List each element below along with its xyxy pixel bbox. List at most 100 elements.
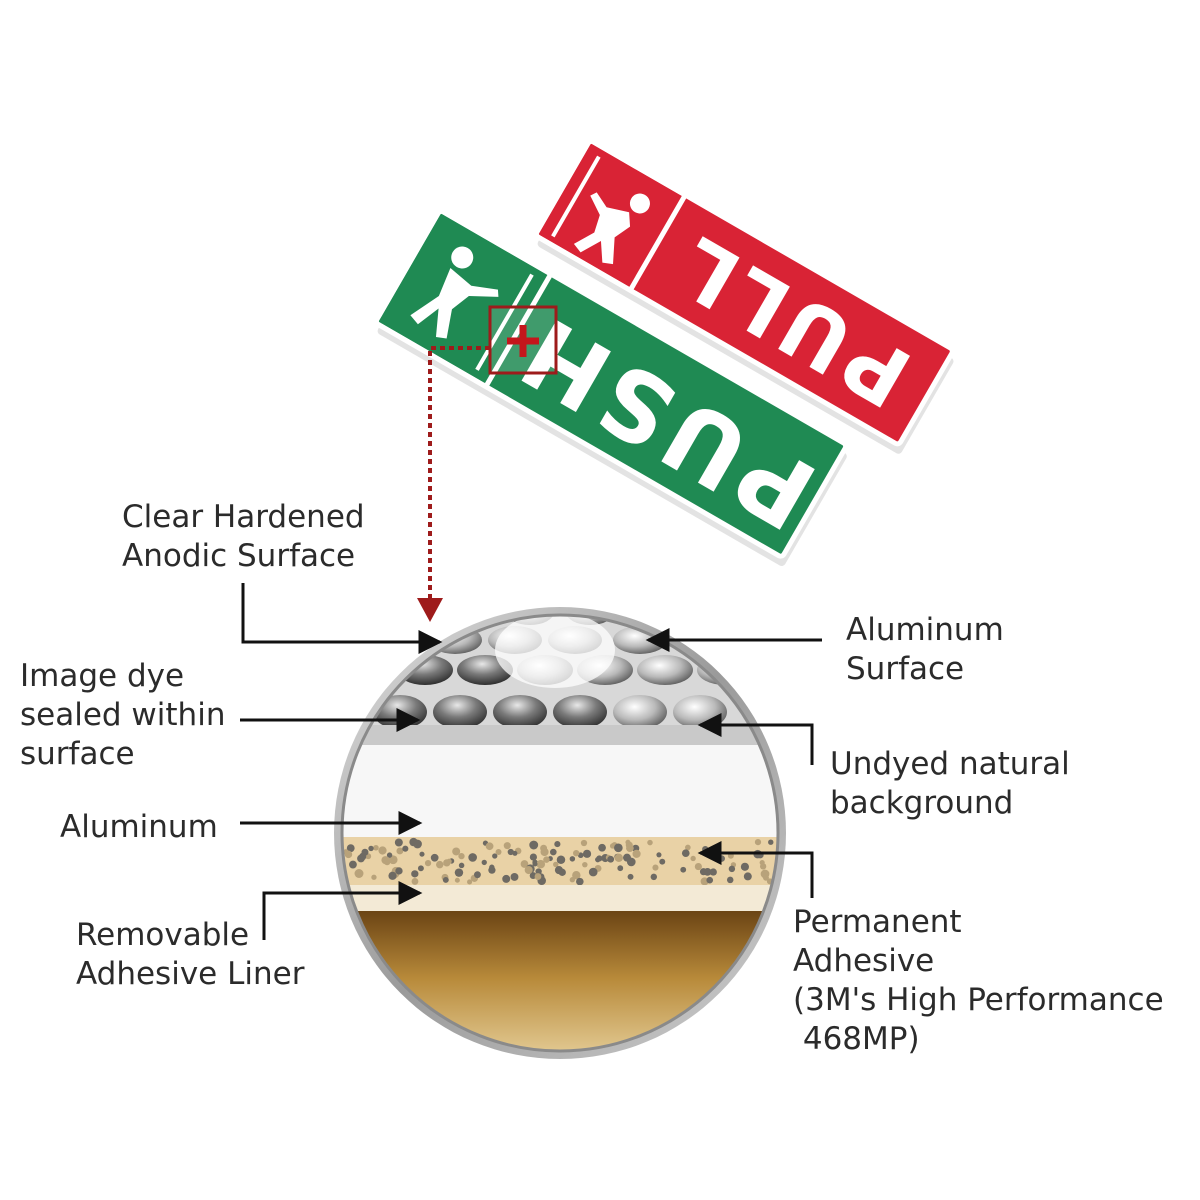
label-aluminum-surface: Aluminum Surface (846, 612, 1004, 687)
adhesive-particle (532, 861, 538, 867)
adhesive-particle (625, 839, 631, 845)
adhesive-particle (743, 872, 752, 881)
adhesive-particle (534, 873, 542, 880)
adhesive-particle (454, 868, 464, 877)
adhesive-particle (436, 860, 444, 869)
adhesive-particle (454, 877, 460, 883)
adhesive-particle (474, 871, 481, 879)
adhesive-particle (430, 853, 439, 862)
adhesive-particle (540, 847, 549, 857)
surface-pore (686, 615, 734, 625)
adhesive-particle (582, 849, 592, 858)
adhesive-particle (632, 849, 641, 858)
adhesive-particle (680, 866, 687, 873)
adhesive-particle (381, 856, 390, 865)
adhesive-particle (685, 844, 691, 851)
adhesive-particle (595, 856, 601, 863)
leader-clear-hardened (241, 583, 443, 654)
adhesive-particle (442, 876, 449, 883)
adhesive-particle (614, 843, 623, 853)
adhesive-particle (659, 858, 666, 865)
adhesive-particle (617, 865, 624, 872)
adhesive-particle (572, 871, 581, 880)
adhesive-particle (726, 876, 734, 884)
adhesive-particle (718, 855, 725, 862)
leader-undyed (697, 713, 814, 765)
adhesive-particle (609, 843, 616, 849)
adhesive-particle (524, 866, 533, 875)
cross-section (334, 607, 786, 1059)
adhesive-particle (346, 844, 355, 853)
adhesive-particle (623, 853, 632, 862)
surface-pore (342, 655, 393, 685)
adhesive-particle (402, 845, 409, 852)
adhesive-particle (458, 862, 465, 869)
adhesive-particle (740, 862, 749, 871)
adhesive-particle (373, 844, 379, 851)
adhesive-particle (694, 862, 702, 871)
adhesive-particle (502, 874, 511, 883)
adhesive-particle (553, 861, 559, 868)
adhesive-particle (550, 848, 557, 856)
adhesive-particle (488, 866, 496, 874)
adhesive-particle (614, 853, 623, 863)
adhesive-particle (598, 843, 606, 852)
adhesive-particle (652, 864, 659, 871)
adhesive-particle (580, 839, 588, 847)
adhesive-particle (458, 852, 465, 860)
adhesive-particle (452, 847, 461, 856)
plus-icon (507, 325, 539, 357)
adhesive-particle (768, 839, 774, 845)
leader-permanent-adhesive (697, 841, 814, 898)
label-aluminum: Aluminum (60, 809, 218, 845)
adhesive-particle (468, 853, 477, 862)
leader-removable-liner (262, 881, 423, 940)
adhesive-particle (558, 868, 566, 877)
surface-pore (613, 695, 667, 729)
adhesive-particle (702, 845, 709, 853)
adhesive-particle (690, 855, 696, 862)
adhesive-particle (759, 863, 767, 870)
adhesive-particle (520, 860, 529, 868)
adhesive-particle (607, 855, 615, 863)
adhesive-particle (650, 873, 658, 881)
adhesive-particle (754, 838, 762, 846)
adhesive-particle (395, 867, 403, 875)
adhesive-particle (626, 844, 634, 853)
adhesive-particle (647, 839, 653, 846)
adhesive-particle (388, 871, 397, 880)
adhesive-particle (371, 874, 377, 880)
adhesive-particle (510, 873, 519, 881)
adhesive-particle (492, 853, 498, 859)
callout-arrowhead (417, 598, 443, 622)
surface-pore (368, 626, 422, 654)
adhesive-particle (703, 868, 712, 876)
adhesive-particle (588, 867, 598, 877)
surface-pore (637, 655, 693, 685)
adhesive-particle (728, 865, 736, 873)
adhesive-particle (536, 859, 546, 869)
adhesive-particle (535, 868, 542, 875)
surface-pore (553, 695, 607, 729)
adhesive-particle (409, 837, 418, 847)
zoom-callout (417, 305, 558, 622)
adhesive-particle (368, 845, 374, 852)
adhesive-particle (507, 848, 514, 856)
label-undyed: Undyed natural background (830, 746, 1070, 821)
adhesive-particle (361, 848, 369, 856)
leader-lines (240, 583, 822, 940)
adhesive-particle (485, 842, 494, 851)
adhesive-particle (396, 847, 404, 855)
label-permanent-adhesive: Permanent Adhesive (3M's High Performanc… (793, 904, 1164, 1057)
adhesive-particle (343, 849, 349, 855)
adhesive-particle (417, 865, 424, 872)
adhesive-particle (354, 869, 364, 878)
adhesive-particle (495, 849, 502, 856)
label-removable-liner: Removable Adhesive Liner (76, 917, 305, 992)
label-clear-hardened: Clear Hardened Anodic Surface (122, 499, 365, 574)
adhesive-particle (576, 877, 584, 886)
label-image-dye: Image dye sealed within surface (20, 658, 226, 772)
adhesive-particle (706, 876, 714, 884)
adhesive-particle (378, 846, 387, 855)
